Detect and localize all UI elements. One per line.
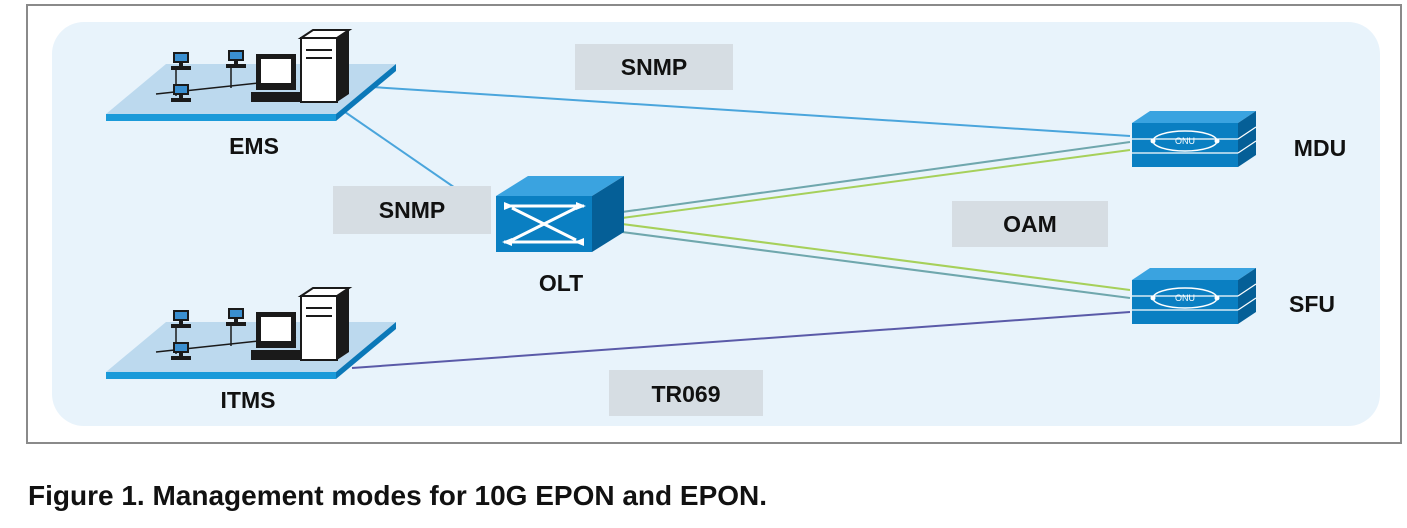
ems-label: EMS xyxy=(229,133,279,159)
links xyxy=(344,86,1131,369)
protocol-text: OAM xyxy=(1003,211,1057,237)
link-ems-mdu xyxy=(371,86,1131,137)
protocol-text: TR069 xyxy=(651,381,720,407)
sfu-onu-icon: ONU xyxy=(1131,267,1257,325)
protocol-label-oam: OAM xyxy=(952,201,1108,247)
sfu-label: SFU xyxy=(1289,291,1335,317)
olt-switch-icon xyxy=(496,176,624,252)
link-olt-mdu-green xyxy=(621,149,1131,219)
onu-badge: ONU xyxy=(1175,293,1195,303)
protocol-label-tr069: TR069 xyxy=(609,370,763,416)
mdu-onu-icon: ONU xyxy=(1131,110,1257,168)
protocol-text: SNMP xyxy=(379,197,445,223)
link-olt-mdu-oam xyxy=(621,141,1131,213)
protocol-text: SNMP xyxy=(621,54,687,80)
mdu-label: MDU xyxy=(1294,135,1346,161)
protocol-label-snmp-mid: SNMP xyxy=(333,186,491,234)
network-diagram: SNMP SNMP OAM TR069 EMS ITMS xyxy=(52,22,1380,426)
figure-caption: Figure 1. Management modes for 10G EPON … xyxy=(28,480,768,511)
protocol-label-snmp-top: SNMP xyxy=(575,44,733,90)
link-olt-sfu-oam xyxy=(621,231,1131,299)
onu-badge: ONU xyxy=(1175,136,1195,146)
olt-label: OLT xyxy=(539,270,583,296)
link-itms-sfu xyxy=(351,311,1131,369)
itms-label: ITMS xyxy=(221,387,276,413)
link-olt-sfu-green xyxy=(621,223,1131,291)
